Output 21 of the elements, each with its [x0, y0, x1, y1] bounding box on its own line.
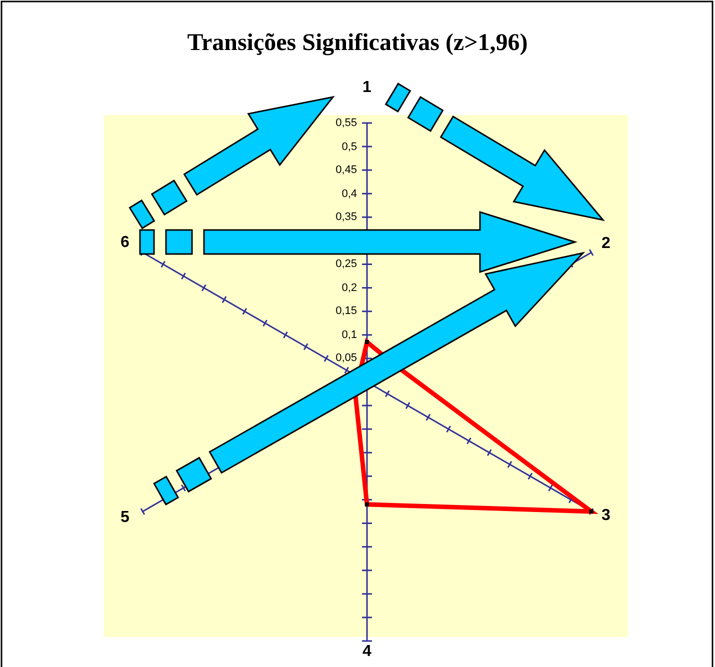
tick-label: 0,35: [334, 211, 357, 224]
axis-label: 5: [115, 508, 135, 528]
tick-label: 0,05: [334, 352, 357, 364]
block-arrow: [384, 82, 605, 222]
block-arrow: [153, 252, 586, 506]
tick-label: 0,45: [334, 164, 357, 176]
axis-label: 3: [596, 506, 616, 526]
tick-label: 0,15: [334, 305, 357, 318]
axis-label: 4: [357, 642, 377, 662]
tick-label: 0,4: [340, 188, 357, 200]
block-arrow: [128, 96, 335, 230]
tick-label: 0,2: [340, 282, 357, 294]
axis-label: 2: [596, 234, 616, 254]
block-arrow: [139, 210, 578, 274]
tick-label: 0,1: [340, 328, 357, 341]
axis-label: 6: [115, 233, 135, 253]
tick-label: 0,5: [340, 140, 357, 153]
axis-label: 1: [357, 78, 377, 98]
tick-label: 0,25: [334, 258, 357, 270]
tick-label: 0,55: [334, 117, 357, 129]
chart-title: Transições Significativas (z>1,96): [186, 30, 529, 57]
